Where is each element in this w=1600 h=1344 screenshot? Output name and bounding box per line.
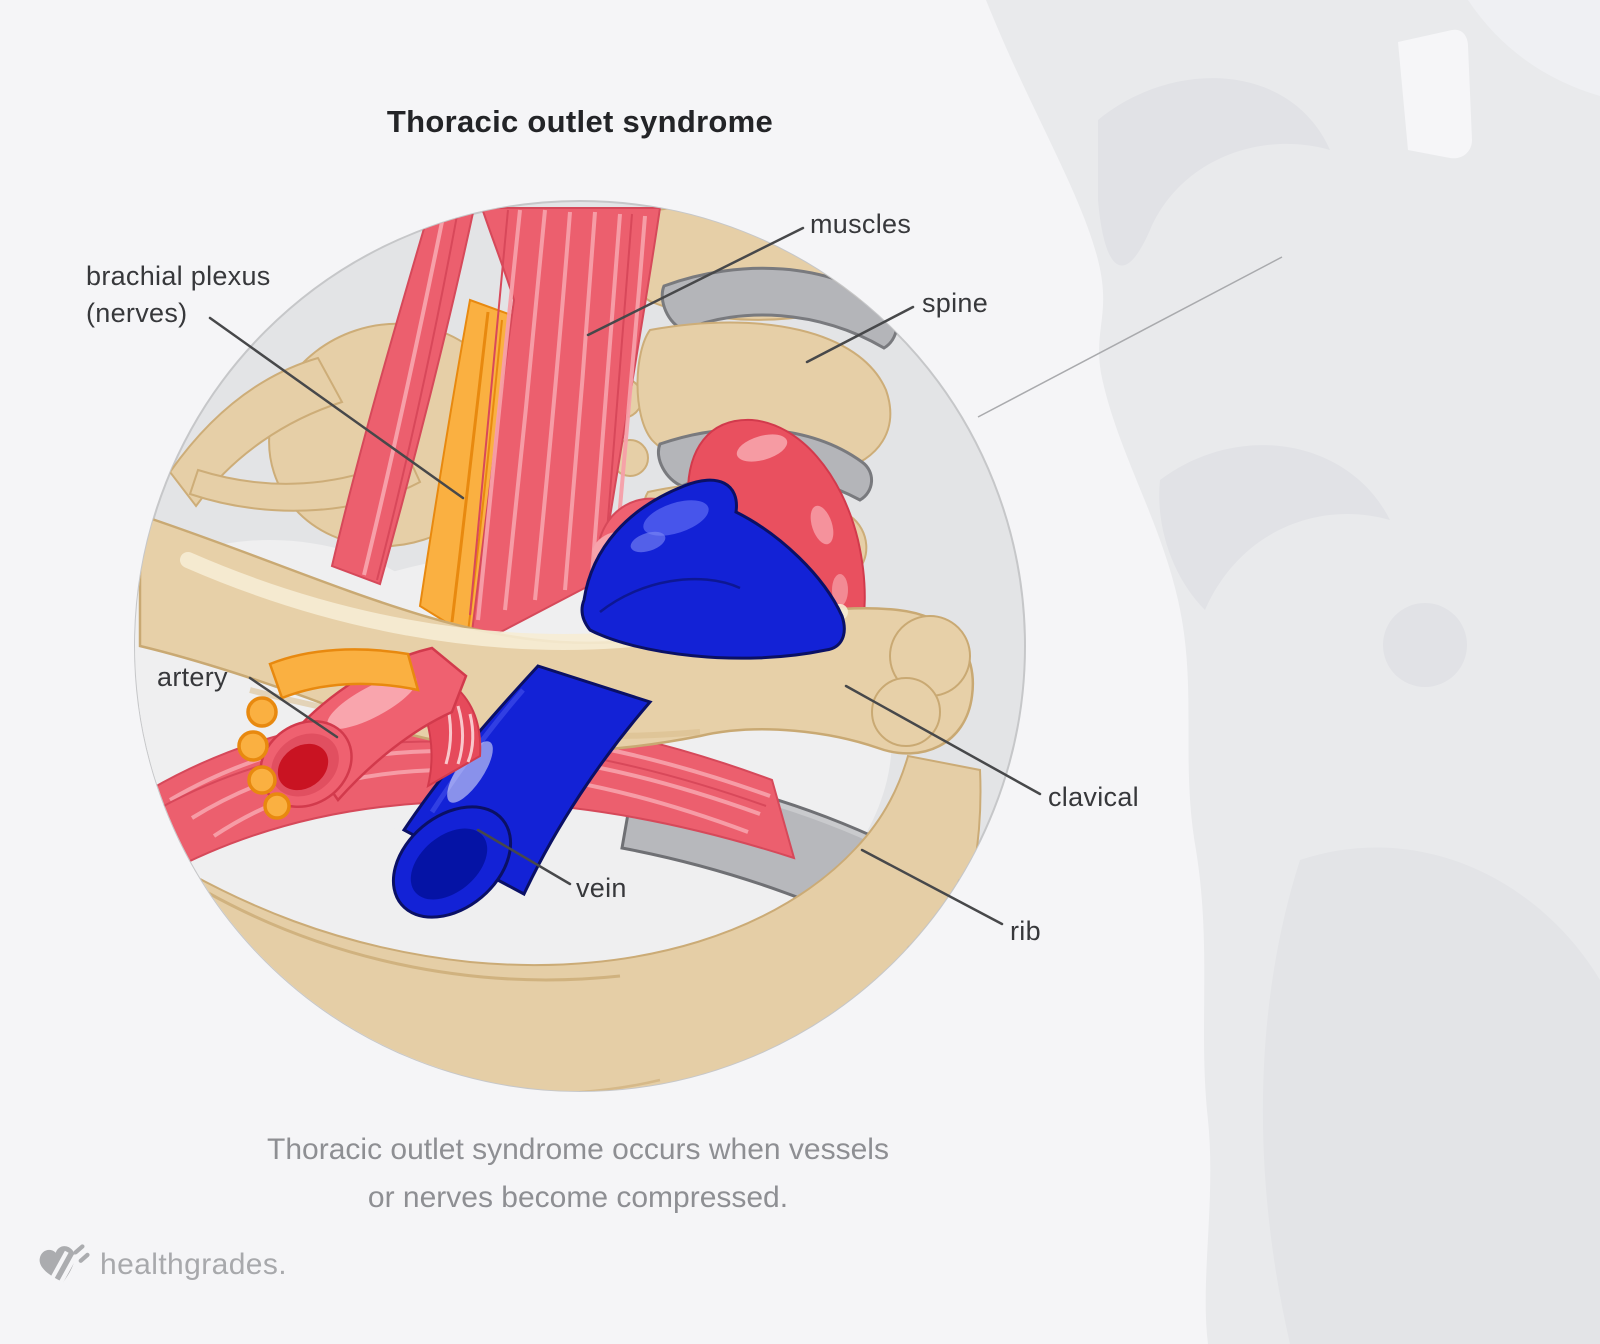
page-title: Thoracic outlet syndrome [386, 104, 774, 139]
label-clavical: clavical [1048, 782, 1139, 812]
label-artery: artery [157, 662, 228, 692]
body-silhouette-graphic [986, 0, 1600, 1344]
scalene-muscles-graphic [330, 207, 662, 650]
leader-line-muscles [586, 226, 805, 337]
label-brachial-plexus-line1: brachial plexus [86, 261, 271, 291]
label-rib: rib [1010, 916, 1041, 946]
logo-wordmark: healthgrades. [100, 1248, 288, 1281]
label-brachial-plexus-line2: (nerves) [86, 298, 188, 328]
leader-line-artery [248, 676, 339, 739]
leader-line-brachial-plexus [208, 316, 465, 500]
label-brachial-plexus: brachial plexus (nerves) [86, 258, 271, 332]
caption-line2: or nerves become compressed. [367, 1181, 789, 1214]
leader-lines [208, 226, 1042, 926]
healthgrades-heart-icon [39, 1244, 90, 1283]
leader-line-rib [860, 848, 1004, 926]
label-spine: spine [922, 288, 989, 318]
body-location-pointer-line [977, 256, 1283, 418]
healthgrades-logo: healthgrades. [36, 1240, 287, 1290]
caption-line1: Thoracic outlet syndrome occurs when ves… [267, 1133, 889, 1166]
label-muscles: muscles [810, 209, 912, 239]
nerve-bundle-graphic [237, 648, 420, 820]
label-vein: vein [576, 873, 627, 903]
caption: Thoracic outlet syndrome occurs when ves… [267, 1126, 889, 1222]
leader-line-clavical [844, 684, 1042, 796]
leader-line-spine [805, 305, 915, 364]
leader-line-vein [476, 828, 572, 886]
